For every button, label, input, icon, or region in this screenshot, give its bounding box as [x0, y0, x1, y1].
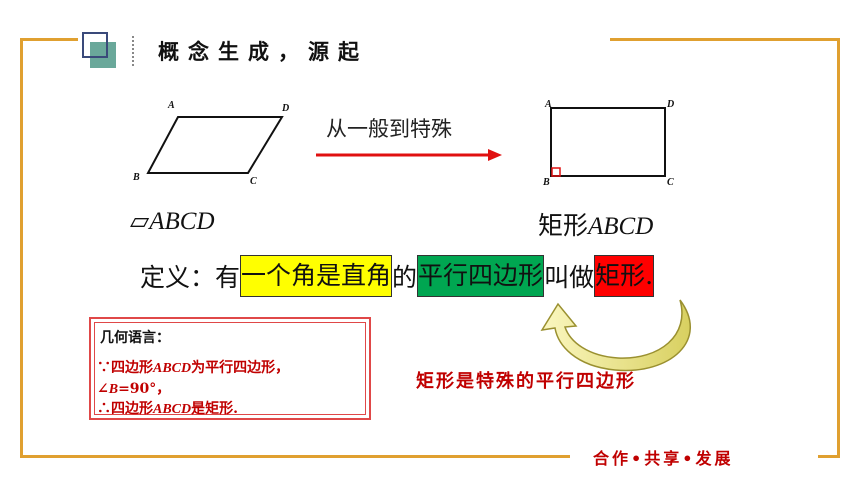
- frame-top-left: [20, 38, 78, 41]
- rectangle-vertex-d: D: [667, 99, 675, 110]
- special-note: 矩形是特殊的平行四边形: [416, 371, 636, 392]
- arrow-label: 从一般到特殊: [326, 117, 452, 141]
- parallelogram-name: ▱ABCD: [130, 206, 215, 236]
- geometry-line-3-var: ABCD: [153, 402, 192, 417]
- frame-left: [20, 38, 23, 458]
- definition-mid2: 叫做: [544, 263, 595, 292]
- parallelogram-vertex-c: C: [250, 176, 257, 187]
- geometry-language-title: 几何语言：: [100, 330, 170, 346]
- header-divider: [132, 36, 134, 66]
- rectangle-name-prefix: 矩形: [538, 211, 589, 240]
- footer-slogan: 合作•共享•发展: [593, 449, 734, 468]
- geometry-line-1-suffix: 为平行四边形，: [191, 360, 290, 376]
- rectangle-vertex-c: C: [667, 177, 674, 188]
- geometry-line-3-prefix: ∴四边形: [97, 401, 153, 417]
- definition-mid1: 的: [392, 263, 418, 292]
- rectangle-vertex-b: B: [543, 177, 550, 188]
- curved-arrow-icon: [540, 299, 692, 372]
- geometry-line-3: ∴四边形ABCD是矩形.: [97, 398, 238, 418]
- definition-highlight-right-angle: 一个角是直角: [240, 255, 393, 297]
- parallelogram-figure: [146, 116, 284, 174]
- parallelogram-vertex-d: D: [282, 103, 290, 114]
- rectangle-vertex-a: A: [545, 99, 552, 110]
- parallelogram-vertex-a: A: [168, 100, 175, 111]
- geometry-line-3-suffix: 是矩形.: [191, 401, 238, 417]
- geometry-line-2: ∠B=90°，: [97, 378, 170, 398]
- geometry-language-inner-border: [94, 322, 366, 415]
- frame-right: [837, 38, 840, 458]
- geometry-line-1-prefix: ∵四边形: [97, 360, 153, 376]
- frame-top-right: [610, 38, 840, 41]
- header-logo-icon: [80, 30, 120, 70]
- geometry-line-2-prefix: ∠: [97, 381, 109, 397]
- arrow-right-icon: [316, 149, 502, 161]
- geometry-line-2-var: B: [108, 382, 119, 397]
- rectangle-figure: [550, 107, 666, 177]
- geometry-line-2-suffix: =90°，: [118, 381, 171, 397]
- geometry-language-box: [89, 317, 371, 420]
- parallelogram-name-var: ABCD: [149, 208, 215, 235]
- page-title: 概念生成，源起: [158, 40, 368, 64]
- definition-highlight-parallelogram: 平行四边形: [417, 255, 545, 297]
- geometry-line-1-var: ABCD: [153, 361, 192, 376]
- rectangle-name-var: ABCD: [588, 213, 654, 240]
- parallelogram-vertex-b: B: [133, 172, 140, 183]
- rectangle-name: 矩形ABCD: [538, 206, 653, 242]
- definition-row: 定义：有 一个角是直角 的 平行四边形 叫做 矩形.: [140, 254, 655, 298]
- frame-bottom-left: [20, 455, 570, 458]
- parallelogram-symbol-icon: ▱: [130, 206, 150, 235]
- geometry-line-1: ∵四边形ABCD为平行四边形，: [97, 357, 289, 377]
- definition-prefix: 定义：有: [140, 263, 241, 292]
- definition-highlight-rectangle: 矩形.: [594, 255, 655, 297]
- frame-bottom-right: [818, 455, 840, 458]
